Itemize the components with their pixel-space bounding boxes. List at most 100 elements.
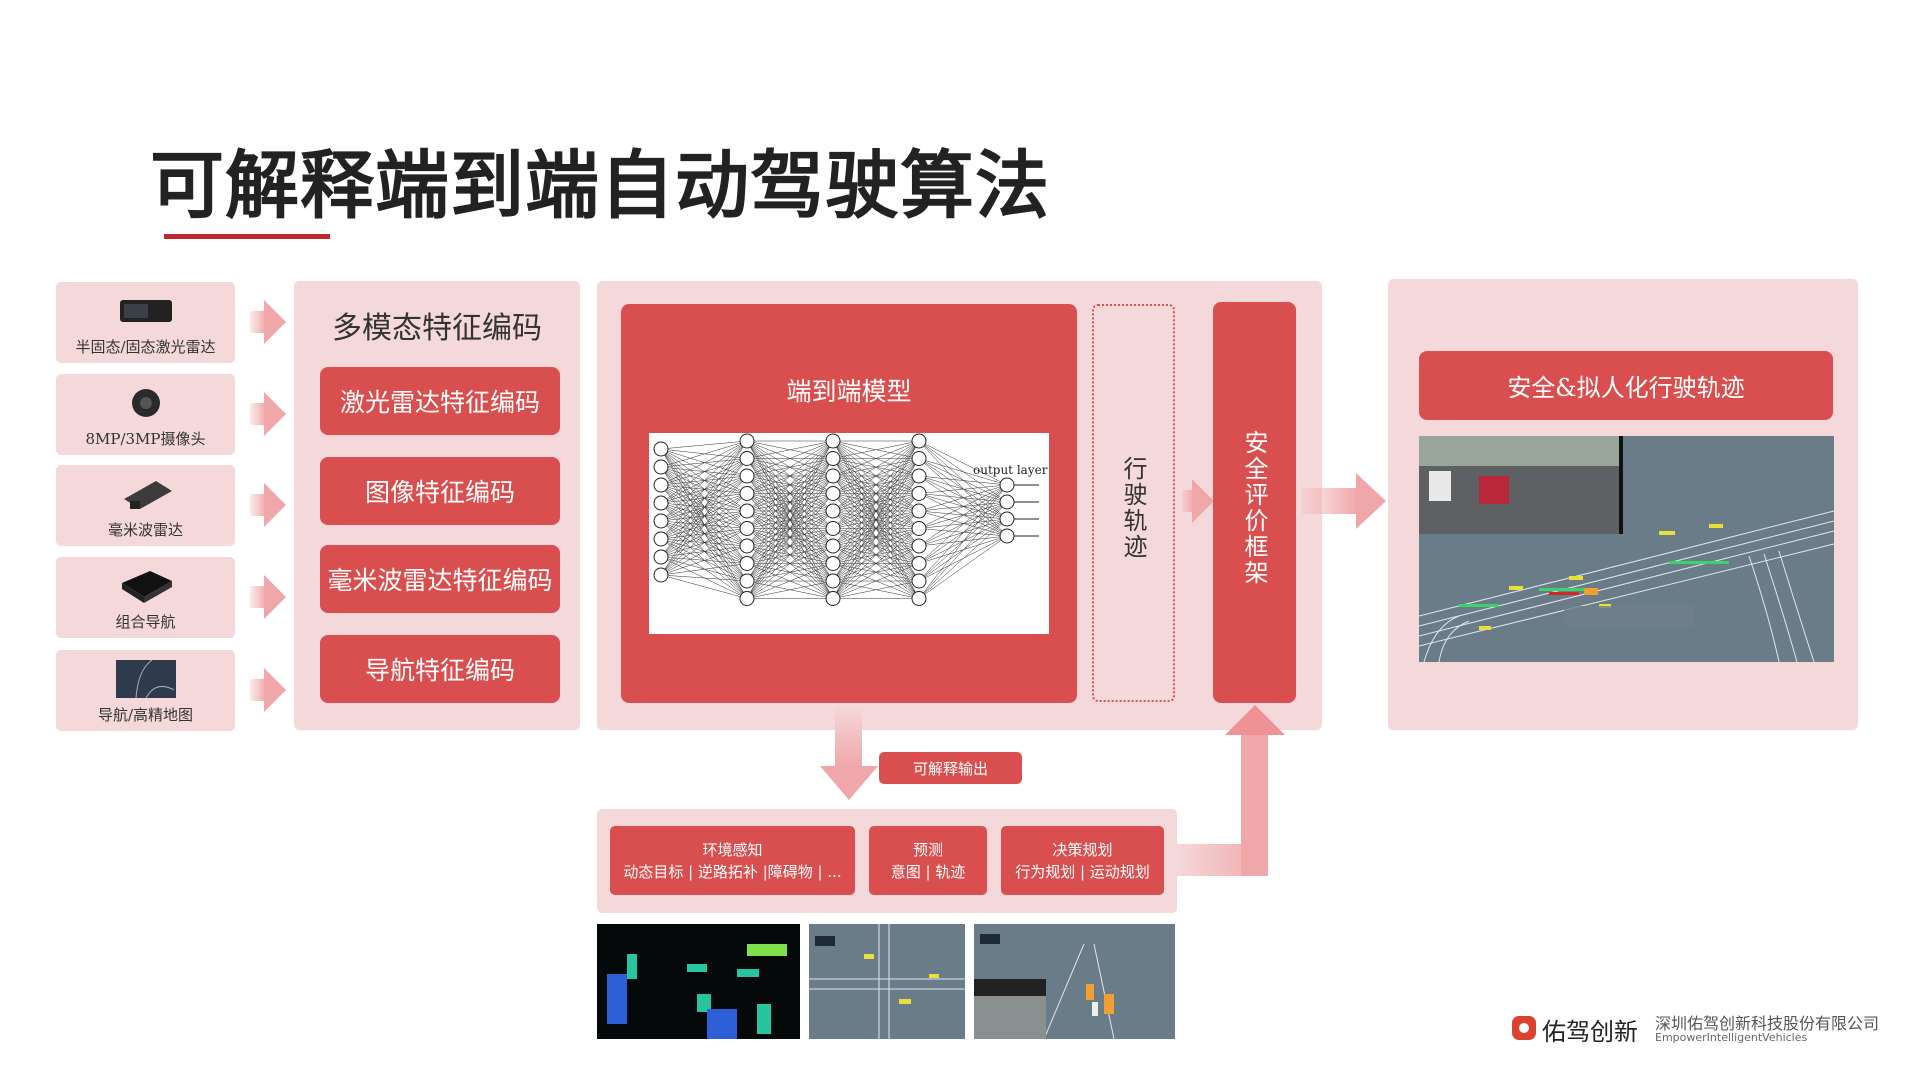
company-name: 深圳佑驾创新科技股份有限公司: [1655, 1014, 1880, 1033]
arrow-shaft: [250, 494, 266, 516]
arrow-right-icon: [264, 668, 286, 712]
arrow-right-icon: [264, 575, 286, 619]
nn-connection: [918, 440, 1008, 486]
encoding-item: 图像特征编码: [320, 457, 560, 525]
arrow-shaft: [1182, 490, 1194, 512]
nn-connection: [746, 580, 834, 599]
arrow-right-icon: [1356, 473, 1386, 529]
nn-node: [739, 433, 755, 449]
nn-connection: [832, 510, 920, 599]
nn-node: [825, 573, 841, 589]
ins-icon: [116, 567, 176, 605]
nn-connection: [918, 484, 1008, 529]
connector-shaft: [1241, 733, 1268, 876]
brand-logo-icon: [1512, 1016, 1536, 1040]
nn-node: [825, 486, 841, 501]
explain-box-title: 环境感知: [702, 840, 763, 859]
trajectory-box: 行驶轨迹: [1092, 304, 1175, 702]
arrow-down-icon: [820, 766, 878, 800]
nn-connection: [746, 440, 834, 529]
nn-node: [653, 495, 669, 511]
arrow-shaft: [1302, 488, 1358, 514]
nn-connection: [660, 440, 748, 486]
nn-connection: [660, 440, 748, 576]
nn-node: [653, 513, 669, 529]
nn-node: [911, 573, 927, 589]
nn-connection: [746, 440, 834, 459]
nn-node: [911, 591, 927, 606]
explain-box-title: 预测: [912, 840, 943, 859]
sensor-label: 导航/高精地图: [97, 706, 194, 724]
nn-node: [825, 556, 841, 571]
nn-node: [739, 468, 755, 484]
nn-connection: [746, 528, 834, 599]
nn-connection: [660, 440, 748, 522]
nn-node: [911, 486, 927, 501]
explain-box-sub: 行为规划 | 运动规划: [1015, 862, 1150, 881]
nn-connection: [746, 493, 834, 599]
nn-connection: [918, 484, 1008, 599]
brand-name: 佑驾创新: [1542, 1018, 1638, 1046]
map-icon: [115, 659, 176, 699]
nn-connection: [832, 440, 920, 599]
encoding-item: 导航特征编码: [320, 635, 560, 703]
nn-node: [911, 556, 927, 571]
sensor-label: 毫米波雷达: [107, 521, 183, 539]
nn-node: [653, 459, 669, 475]
trajectory-label: 行驶轨迹: [1119, 456, 1147, 560]
nn-connection: [918, 458, 1008, 486]
nn-connection: [660, 574, 748, 599]
nn-node: [653, 477, 669, 493]
safety-label: 安全评价框架: [1240, 430, 1268, 586]
nn-connection: [746, 563, 834, 599]
e2e-model-title: 端到端模型: [786, 377, 912, 406]
nn-connection: [746, 440, 834, 547]
nn-node: [999, 528, 1015, 544]
nn-connection: [918, 518, 1008, 599]
nn-connection: [832, 440, 920, 547]
planning-graphic: [974, 934, 1115, 1039]
nn-connection: [746, 440, 834, 582]
nn-node: [739, 538, 755, 554]
nn-node: [739, 591, 755, 606]
nn-connection: [832, 475, 920, 599]
nn-connection: [746, 440, 834, 494]
nn-connection: [918, 484, 1008, 494]
nn-node: [739, 503, 755, 519]
encoding-item: 毫米波雷达特征编码: [320, 545, 560, 613]
nn-node: [999, 477, 1015, 493]
nn-connection: [918, 475, 1008, 486]
nn-node: [653, 567, 669, 583]
nn-node: [825, 521, 841, 536]
nn-connection: [918, 501, 1008, 599]
nn-connection: [918, 484, 1008, 582]
nn-node: [999, 511, 1015, 527]
nn-connection: [746, 440, 834, 599]
nn-connection: [832, 440, 920, 529]
sensor-card: 导航/高精地图: [56, 650, 235, 731]
nn-node: [911, 521, 927, 536]
nn-connection: [746, 510, 834, 599]
nn-connection: [746, 458, 834, 599]
arrow-shaft: [835, 705, 862, 767]
intersection-graphic: [809, 924, 965, 1039]
nn-node: [739, 556, 755, 571]
nn-connection: [660, 510, 748, 576]
lidar-icon: [116, 292, 176, 330]
sensor-card: 组合导航: [56, 557, 235, 638]
result-title: 安全&拟人化行驶轨迹: [1419, 351, 1833, 420]
nn-connection: [660, 475, 748, 576]
nn-connection: [832, 440, 920, 459]
sensor-label: 半固态/固态激光雷达: [75, 338, 216, 356]
nn-node: [825, 538, 841, 554]
nn-node: [739, 486, 755, 501]
explain-box: 预测意图 | 轨迹: [869, 826, 987, 895]
pointcloud-graphic: [607, 944, 787, 1039]
nn-connection: [918, 484, 1008, 564]
nn-node: [739, 451, 755, 466]
nn-node: [653, 441, 669, 457]
nn-node: [653, 549, 669, 565]
nn-connection: [832, 440, 920, 494]
nn-connection: [746, 545, 834, 599]
nn-connection: [918, 484, 1008, 512]
